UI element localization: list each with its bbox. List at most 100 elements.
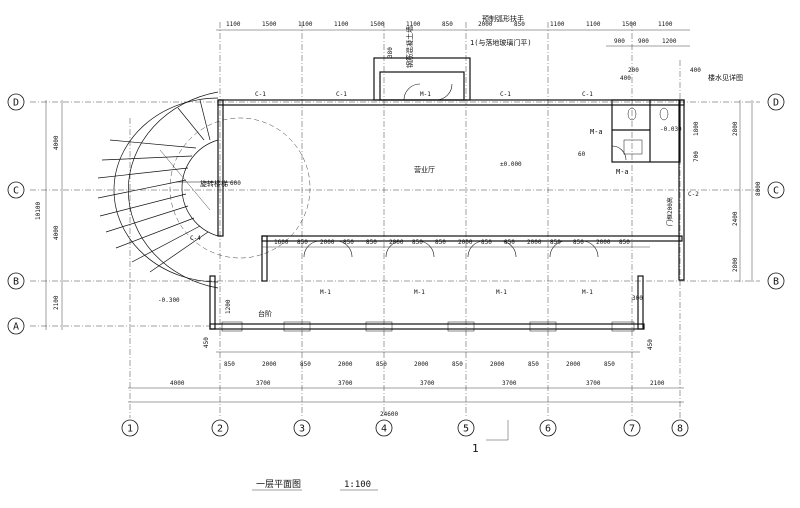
column-axis-4-circle <box>375 419 393 437</box>
window-c1-a: C-1 <box>255 91 266 98</box>
row-axis-left-B-circle <box>7 272 25 290</box>
dim-top-5: 1100 <box>406 21 421 28</box>
dim-bottom-open-3: 2000 <box>338 361 353 368</box>
dim-bottom-open-1: 2000 <box>262 361 277 368</box>
dim-left-1: 4000 <box>53 225 60 240</box>
column-axis-3-circle <box>293 419 311 437</box>
dim-middle-3: 850 <box>343 239 354 246</box>
toilet-fixtures <box>623 107 669 155</box>
dim-bottom-open-8: 850 <box>528 361 539 368</box>
dim-right-0: 2800 <box>732 121 739 136</box>
dim-bottom-open-0: 850 <box>224 361 235 368</box>
column-axis-2-circle <box>211 419 229 437</box>
column-axis-8-circle <box>671 419 689 437</box>
door-m1-c: M-1 <box>496 289 507 296</box>
dimension-middle-openings: 1600 850 2000 850 850 2000 850 850 2000 850 850 200… <box>274 239 630 246</box>
door-m1-d: M-1 <box>582 289 593 296</box>
column-axis-7: 7 <box>629 424 635 435</box>
dim-middle-8: 2000 <box>458 239 473 246</box>
dim-middle-11: 2000 <box>527 239 542 246</box>
column-axis-8: 8 <box>677 424 683 435</box>
hall-level: ±0.000 <box>500 161 522 168</box>
row-axis-left-B: B <box>13 277 19 288</box>
dim-top-right-0: 900 <box>614 38 625 45</box>
dim-left-0: 4000 <box>53 135 60 150</box>
section-mark: 1 <box>472 442 479 455</box>
dim-top-2: 1100 <box>298 21 313 28</box>
windows <box>221 321 635 332</box>
dim-bottom-open-7: 2000 <box>490 361 505 368</box>
dim-300: 300 <box>632 295 643 302</box>
dim-middle-5: 2000 <box>389 239 404 246</box>
dim-middle-9: 850 <box>481 239 492 246</box>
row-axis-right-B-circle <box>767 272 785 290</box>
dim-left-2: 2100 <box>53 295 60 310</box>
window-c1-b: C-1 <box>336 91 347 98</box>
row-axis-left-C: C <box>13 186 19 197</box>
column-axis-6: 6 <box>545 424 551 435</box>
door-ma-b: M-a <box>616 168 629 176</box>
drawing-title: 一层平面图 <box>256 479 301 490</box>
column-axis-5-circle <box>457 419 475 437</box>
dim-middle-4: 850 <box>366 239 377 246</box>
dim-top-1: 1500 <box>262 21 277 28</box>
row-axis-left-A-circle <box>7 317 25 335</box>
dim-1800: 1800 <box>693 121 700 136</box>
dim-top-6: 850 <box>442 21 453 28</box>
dim-200: 200 <box>628 67 639 74</box>
dim-right-2: 2800 <box>732 257 739 272</box>
dim-top-12: 1100 <box>658 21 673 28</box>
dim-60: 60 <box>578 151 586 158</box>
door-m1-a: M-1 <box>320 289 331 296</box>
dim-middle-15: 850 <box>619 239 630 246</box>
total-width: 24600 <box>380 411 398 418</box>
dim-top-0: 1100 <box>226 21 241 28</box>
dim-right-1: 2400 <box>732 211 739 226</box>
dim-400-a: 400 <box>620 75 631 82</box>
dim-bottom-axis-2: 3700 <box>338 380 353 387</box>
row-axis-right-D: D <box>773 98 779 109</box>
dimension-lines <box>45 29 753 491</box>
dim-middle-0: 1600 <box>274 239 289 246</box>
door-ma-a: M-a <box>590 128 603 136</box>
dimension-left: 4000 4000 2100 <box>53 135 60 310</box>
dim-bottom-axis-1: 3700 <box>256 380 271 387</box>
column-axis-2: 2 <box>217 424 223 435</box>
dim-middle-6: 850 <box>412 239 423 246</box>
dim-bottom-open-4: 850 <box>376 361 387 368</box>
door-m1-b: M-1 <box>414 289 425 296</box>
toilet-level: -0.030 <box>660 126 682 133</box>
dim-700: 700 <box>693 151 700 162</box>
dim-middle-1: 850 <box>297 239 308 246</box>
dim-middle-14: 2000 <box>596 239 611 246</box>
dim-top-10: 1100 <box>586 21 601 28</box>
dim-middle-13: 850 <box>573 239 584 246</box>
dim-top-9: 1100 <box>550 21 565 28</box>
dim-top-3: 1100 <box>334 21 349 28</box>
dim-bottom-open-5: 2000 <box>414 361 429 368</box>
spiral-stair <box>97 91 311 289</box>
column-axis-7-circle <box>623 419 641 437</box>
dim-380: 380 <box>387 47 394 58</box>
row-axis-left-A: A <box>13 322 19 333</box>
dim-bottom-open-10: 850 <box>604 361 615 368</box>
top-annotation: 1(与落地玻璃门平) <box>470 38 532 47</box>
row-axis-right-C: C <box>773 186 779 197</box>
dim-top-7: 2000 <box>478 21 493 28</box>
window-c1-d: C-1 <box>582 91 593 98</box>
door-swings <box>303 83 627 258</box>
dim-bottom-open-2: 850 <box>300 361 311 368</box>
door-m1-top: M-1 <box>420 91 431 98</box>
column-axis-3: 3 <box>299 424 305 435</box>
stair-note: 楼水见详图 <box>708 73 743 82</box>
dim-bottom-axis-6: 2100 <box>650 380 665 387</box>
wall-annotation: 钢筋混凝土墙 <box>405 26 414 68</box>
column-axis-4: 4 <box>381 424 387 435</box>
dim-middle-10: 850 <box>504 239 515 246</box>
dim-450-b: 450 <box>647 339 654 350</box>
